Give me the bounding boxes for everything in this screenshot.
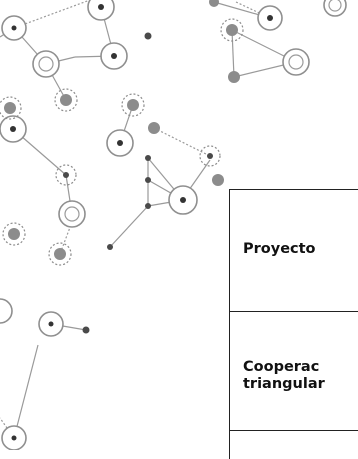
table-divider: [229, 430, 358, 431]
table-cell-cooperacion: Cooperac triangular: [243, 359, 325, 392]
table-divider: [229, 311, 358, 312]
table-cell-proyecto: Proyecto: [243, 241, 316, 257]
info-table: [229, 189, 358, 459]
